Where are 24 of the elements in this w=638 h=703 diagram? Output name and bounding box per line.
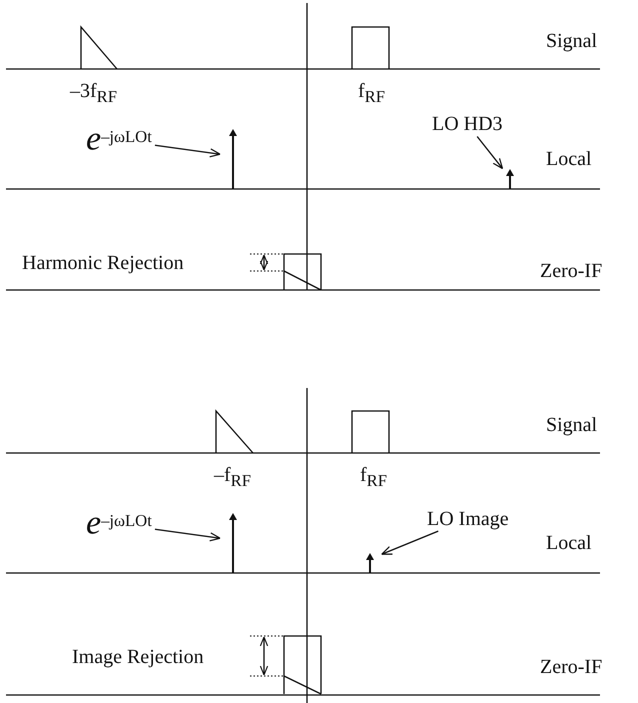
annotation-label: LO HD3 [432,113,503,135]
leader-arrow [381,530,438,555]
tone-arrow [229,129,237,189]
frequency-label: f$_{RF}$ [360,464,388,492]
annotation-label: Harmonic Rejection [22,252,184,274]
frequency-label: –f$_{RF}$ [214,464,252,492]
axis-label: Local [546,532,592,554]
frequency-label: –3f$_{RF}$ [70,80,118,108]
math-expression: e$^{–jωLOt}$ [86,510,152,539]
math-expression: e$^{–jωLOt}$ [86,126,152,155]
tone-arrow [506,169,514,189]
tone-arrow [229,513,237,573]
frequency-label: f$_{RF}$ [358,80,386,108]
axis-label: Zero-IF [540,260,602,282]
annotation-label: Image Rejection [72,646,204,668]
tone-arrow [366,553,374,573]
leader-arrow [476,136,504,170]
annotation-label: LO Image [427,508,509,530]
axis-label: Zero-IF [540,656,602,678]
axis-label: Signal [546,414,598,436]
axis-label: Local [546,148,592,170]
leader-arrow [154,528,221,542]
axis-label: Signal [546,30,598,52]
leader-arrow [154,144,221,158]
